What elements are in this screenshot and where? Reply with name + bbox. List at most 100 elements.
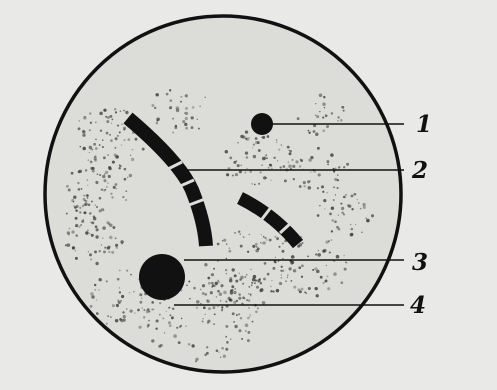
stipple-dot	[366, 219, 370, 223]
stipple-dot	[94, 157, 97, 160]
stipple-dot	[207, 320, 210, 323]
stipple-dot	[262, 136, 265, 139]
stipple-dot	[239, 329, 242, 332]
stipple-dot	[276, 289, 280, 293]
stipple-dot	[67, 231, 70, 234]
stipple-dot	[73, 201, 75, 203]
stipple-dot	[337, 187, 339, 189]
stipple-dot	[281, 266, 283, 268]
stipple-dot	[250, 314, 252, 316]
stipple-dot	[184, 123, 187, 126]
stipple-dot	[159, 314, 161, 316]
stipple-dot	[151, 301, 154, 304]
stipple-dot	[78, 127, 81, 130]
stipple-dot	[119, 269, 121, 271]
stipple-dot	[149, 311, 151, 313]
stipple-dot	[231, 285, 234, 288]
stipple-dot	[123, 139, 125, 141]
stipple-dot	[223, 239, 226, 242]
stipple-dot	[310, 156, 313, 159]
stipple-dot	[266, 135, 269, 138]
stipple-dot	[89, 253, 92, 256]
stipple-dot	[246, 156, 249, 159]
stipple-dot	[123, 127, 126, 130]
stipple-dot	[288, 162, 289, 163]
stipple-dot	[358, 202, 360, 204]
stipple-dot	[213, 323, 215, 325]
stipple-dot	[257, 247, 260, 250]
stipple-dot	[121, 295, 124, 298]
stipple-dot	[238, 313, 240, 315]
stipple-dot	[155, 93, 158, 96]
stipple-dot	[271, 280, 272, 281]
stipple-dot	[93, 143, 96, 146]
stipple-dot	[243, 297, 245, 299]
stipple-dot	[95, 225, 98, 228]
stipple-dot	[90, 305, 93, 308]
stipple-dot	[124, 178, 127, 181]
stipple-dot	[324, 107, 325, 108]
stipple-dot	[340, 203, 342, 205]
stipple-dot	[120, 300, 122, 302]
stipple-dot	[107, 182, 108, 183]
stipple-dot	[225, 301, 227, 303]
stipple-dot	[148, 320, 150, 322]
stipple-dot	[230, 338, 231, 339]
stipple-dot	[232, 268, 235, 271]
stipple-dot	[93, 217, 96, 220]
stipple-dot	[264, 237, 266, 239]
stipple-dot	[94, 250, 97, 253]
stipple-dot	[338, 166, 340, 168]
stipple-dot	[260, 171, 262, 173]
stipple-dot	[186, 285, 188, 287]
stipple-dot	[65, 244, 67, 246]
stipple-dot	[230, 291, 233, 294]
stipple-dot	[90, 122, 92, 124]
stipple-dot	[221, 306, 223, 308]
stipple-dot	[85, 169, 88, 172]
small-dark-body	[251, 113, 273, 135]
stipple-dot	[86, 179, 88, 181]
stipple-dot	[225, 336, 227, 338]
stipple-dot	[171, 316, 174, 319]
stipple-dot	[263, 278, 266, 281]
stipple-dot	[237, 164, 240, 167]
large-dark-body	[139, 254, 185, 300]
stipple-dot	[78, 188, 81, 191]
stipple-dot	[91, 234, 94, 237]
stipple-dot	[248, 299, 251, 302]
stipple-dot	[326, 125, 329, 128]
stipple-dot	[139, 326, 142, 329]
stipple-dot	[338, 214, 339, 215]
stipple-dot	[314, 267, 317, 270]
stipple-dot	[263, 176, 266, 179]
stipple-dot	[333, 186, 335, 188]
stipple-dot	[110, 139, 113, 142]
stipple-dot	[327, 164, 329, 166]
stipple-dot	[223, 355, 226, 358]
stipple-dot	[261, 234, 262, 235]
stipple-dot	[127, 177, 129, 179]
stipple-dot	[89, 129, 91, 131]
stipple-dot	[281, 144, 283, 146]
stipple-dot	[90, 149, 91, 150]
stipple-dot	[88, 204, 91, 207]
stipple-dot	[200, 303, 201, 304]
stipple-dot	[216, 296, 217, 297]
stipple-dot	[85, 231, 88, 234]
stipple-dot	[323, 96, 326, 99]
stipple-dot	[284, 179, 287, 182]
stipple-dot	[280, 270, 282, 272]
stipple-dot	[319, 94, 323, 98]
stipple-dot	[219, 293, 222, 296]
stipple-dot	[97, 173, 99, 175]
stipple-dot	[288, 165, 292, 169]
stipple-dot	[343, 110, 345, 112]
stipple-dot	[104, 173, 105, 174]
stipple-dot	[254, 184, 256, 186]
stipple-dot	[249, 234, 251, 236]
stipple-dot	[228, 250, 231, 253]
stipple-dot	[263, 236, 265, 238]
stipple-dot	[87, 159, 89, 161]
stipple-dot	[298, 266, 301, 269]
